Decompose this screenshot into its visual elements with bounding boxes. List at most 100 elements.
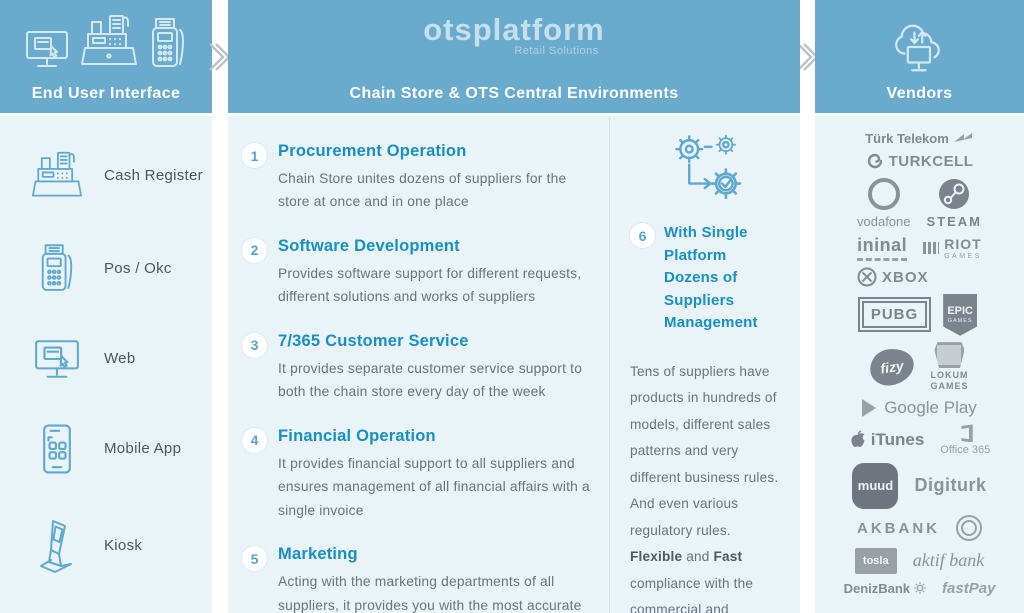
step-number-badge: 6	[630, 223, 655, 248]
vendor-label: Google Play	[884, 398, 977, 418]
highlight-fast: Fast	[713, 549, 743, 564]
step-number-badge: 2	[242, 237, 267, 263]
service-title: Software Development	[278, 236, 460, 255]
vendors-title: Vendors	[886, 85, 953, 102]
service-item-marketing: 5 Marketing Acting with the marketing de…	[242, 545, 595, 613]
vendor-row: DenizBank fastPay	[823, 580, 1016, 597]
tosla-logo: tosla	[854, 547, 897, 574]
vendor-row: tosla aktif bank	[823, 547, 1016, 574]
service-list: 1 Procurement Operation Chain Store unit…	[228, 116, 609, 613]
central-environments-panel: otsplatform Retail Solutions Chain Store…	[228, 0, 800, 613]
service-item-single-platform: 6 With Single Platform Dozens of Supplie…	[630, 222, 784, 335]
paragraph-text: Tens of suppliers have products in hundr…	[630, 363, 779, 538]
service-title: Marketing	[278, 545, 358, 564]
lokum-games-logo: LOKUM GAMES	[930, 342, 968, 392]
web-browser-icon	[28, 337, 86, 381]
vendor-row: iTunes Office 365	[823, 424, 1016, 456]
epic-games-logo: EPIC GAMES	[943, 293, 978, 336]
vendor-label: RIOT	[944, 235, 982, 252]
service-item-procurement: 1 Procurement Operation Chain Store unit…	[242, 142, 595, 214]
mobile-phone-icon	[28, 422, 86, 476]
monitor-cursor-icon	[24, 28, 70, 75]
vendor-label: STEAM	[926, 213, 982, 229]
central-environments-title: Chain Store & OTS Central Environments	[349, 85, 679, 102]
end-user-header-icons	[24, 14, 188, 75]
bank-seal-emblem-icon	[956, 515, 982, 542]
fizy-logo: fizy	[868, 346, 917, 388]
central-environments-body: 1 Procurement Operation Chain Store unit…	[228, 116, 800, 613]
service-title: Procurement Operation	[278, 142, 467, 160]
vodafone-logo: vodafone	[857, 177, 911, 229]
vendor-row: ininal RIOT GAMES	[823, 235, 1016, 262]
platform-management-column: 6 With Single Platform Dozens of Supplie…	[609, 116, 800, 613]
platform-management-paragraph: Tens of suppliers have products in hundr…	[630, 359, 784, 613]
service-description: It provides separate customer service su…	[278, 360, 583, 400]
vendor-label: XBOX	[882, 268, 929, 286]
device-label: Web	[104, 350, 136, 367]
muud-logo: muud	[852, 462, 899, 509]
apple-icon	[851, 430, 865, 448]
vendor-row: TURKCELL	[823, 152, 1016, 170]
riot-fist-icon	[923, 242, 940, 255]
vendor-row: PUBG EPIC GAMES	[823, 293, 1016, 336]
vendor-label: Office 365	[940, 444, 991, 457]
service-description: Provides software support for different …	[278, 265, 582, 305]
service-item-customer-service: 3 7/365 Customer Service It provides sep…	[242, 332, 595, 404]
end-user-device-list: Cash Register Pos / Okc	[0, 116, 212, 613]
akbank-logo: AKBANK	[857, 519, 940, 537]
service-description: Acting with the marketing departments of…	[278, 574, 582, 613]
vendor-row: Google Play	[823, 398, 1016, 418]
gears-workflow-icon	[630, 130, 784, 206]
turkcell-swirl-icon	[867, 154, 882, 169]
vendor-logo-list: Türk Telekom TURKCELL vodafone	[815, 116, 1024, 613]
cash-register-icon	[80, 14, 138, 75]
cloud-sync-icon	[889, 19, 951, 75]
vendor-row: vodafone STEAM	[823, 177, 1016, 229]
google-play-logo: Google Play	[862, 398, 977, 418]
step-number-badge: 1	[242, 143, 267, 168]
riot-games-logo: RIOT GAMES	[923, 237, 982, 260]
vendor-label: GAMES	[944, 252, 982, 260]
device-label: Cash Register	[104, 167, 203, 184]
brand-logo: otsplatform Retail Solutions	[423, 12, 605, 57]
itunes-logo: iTunes	[849, 430, 924, 450]
vendor-row: AKBANK	[823, 515, 1016, 542]
cash-register-icon	[28, 151, 86, 201]
vendor-row: fizy LOKUM GAMES	[823, 342, 1016, 392]
vendor-label: Türk Telekom	[865, 130, 949, 146]
central-environments-header: otsplatform Retail Solutions Chain Store…	[228, 0, 800, 113]
kiosk-icon	[28, 517, 86, 575]
service-title: With Single Platform Dozens of Suppliers…	[664, 224, 758, 331]
aktif-bank-logo: aktif bank	[912, 550, 985, 571]
paragraph-text: compliance with the commercial and regul…	[630, 575, 754, 613]
turkcell-logo: TURKCELL	[866, 152, 974, 170]
pos-terminal-icon	[148, 18, 188, 75]
denizbank-logo: DenizBank	[844, 581, 926, 596]
vendors-panel: Vendors Türk Telekom TURKCELL	[815, 0, 1024, 613]
denizbank-sun-icon	[914, 582, 926, 595]
xbox-logo: XBOX	[857, 267, 929, 287]
pos-terminal-icon	[28, 242, 86, 296]
steam-logo: STEAM	[927, 177, 983, 229]
xbox-sphere-icon	[857, 267, 877, 287]
vendor-label: GAMES	[930, 380, 969, 391]
vendor-label: EPIC	[947, 304, 974, 317]
turk-telekom-arrow-icon	[953, 133, 972, 142]
end-user-interface-header: End User Interface	[0, 0, 212, 113]
end-user-interface-panel: End User Interface	[0, 0, 212, 613]
vendor-label: GAMES	[947, 317, 973, 324]
service-item-financial: 4 Financial Operation It provides financ…	[242, 427, 595, 522]
device-label: Kiosk	[104, 537, 143, 554]
digiturk-logo: Digiturk	[914, 475, 987, 496]
step-number-badge: 3	[242, 332, 267, 358]
pubg-logo: PUBG	[857, 297, 932, 333]
turk-telekom-logo: Türk Telekom	[865, 130, 974, 146]
vendor-row: muud Digiturk	[823, 462, 1016, 509]
service-description: Chain Store unites dozens of suppliers f…	[278, 171, 567, 210]
brand-tagline: Retail Solutions	[514, 45, 599, 57]
paragraph-text: and	[682, 549, 714, 564]
device-row-web: Web	[0, 337, 212, 381]
device-row-pos: Pos / Okc	[0, 242, 212, 296]
vendor-row: XBOX	[823, 267, 1016, 287]
